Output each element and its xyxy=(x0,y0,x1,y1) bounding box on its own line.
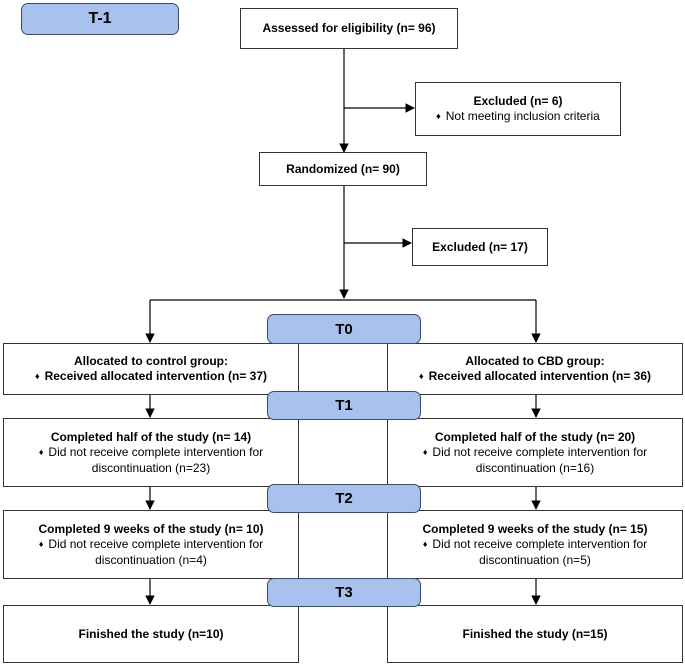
excluded-1-box: Excluded (n= 6) ♦ Not meeting inclusion c… xyxy=(415,82,621,136)
excluded-2-box: Excluded (n= 17) xyxy=(412,228,548,266)
control-finished-text: Finished the study (n=10) xyxy=(78,626,224,641)
control-nine-weeks-item: ♦ Did not receive complete intervention f… xyxy=(39,537,263,553)
stage-t2-label: T2 xyxy=(335,490,353,507)
control-allocated-box: Allocated to control group: ♦ Received al… xyxy=(3,343,299,395)
bullet-icon: ♦ xyxy=(422,538,428,549)
cbd-allocated-item-text: Received allocated intervention (n= 36) xyxy=(428,368,651,383)
control-half-item-line1: Did not receive complete intervention fo… xyxy=(48,444,264,459)
cbd-nine-weeks-item-line2: discontinuation (n=5) xyxy=(479,552,591,567)
cbd-nine-weeks-item-line1: Did not receive complete intervention fo… xyxy=(432,536,648,551)
control-nine-weeks-item-line1: Did not receive complete intervention fo… xyxy=(48,536,264,551)
bullet-icon: ♦ xyxy=(436,110,441,121)
stage-t1: T1 xyxy=(267,391,421,420)
control-half-item: ♦ Did not receive complete intervention f… xyxy=(39,445,263,461)
stage-t0: T0 xyxy=(267,314,421,344)
cbd-finished-box: Finished the study (n=15) xyxy=(387,605,683,663)
cbd-half-title: Completed half of the study (n= 20) xyxy=(434,429,636,444)
cbd-finished-text: Finished the study (n=15) xyxy=(462,626,608,641)
control-nine-weeks-title: Completed 9 weeks of the study (n= 10) xyxy=(38,521,264,536)
assessed-text: Assessed for eligibility (n= 96) xyxy=(262,21,436,35)
stage-t-minus-1-label: T-1 xyxy=(88,10,112,27)
cbd-half-item: ♦ Did not receive complete intervention f… xyxy=(423,445,647,461)
excluded-1-item: ♦ Not meeting inclusion criteria xyxy=(436,109,600,125)
bullet-icon: ♦ xyxy=(38,538,44,549)
stage-t2: T2 xyxy=(267,484,421,513)
assessed-box: Assessed for eligibility (n= 96) xyxy=(240,8,458,49)
control-allocated-item: ♦ Received allocated intervention (n= 37) xyxy=(35,369,267,385)
cbd-half-item-line1: Did not receive complete intervention fo… xyxy=(432,444,648,459)
stage-t0-label: T0 xyxy=(335,320,353,338)
cbd-half-item-line2: discontinuation (n=16) xyxy=(475,460,595,475)
cbd-nine-weeks-item: ♦ Did not receive complete intervention f… xyxy=(423,537,647,553)
control-half-item-line2: discontinuation (n=23) xyxy=(91,460,211,475)
stage-t-minus-1: T-1 xyxy=(21,3,179,35)
cbd-nine-weeks-box: Completed 9 weeks of the study (n= 15) ♦… xyxy=(387,510,683,579)
control-finished-box: Finished the study (n=10) xyxy=(3,605,299,663)
stage-t3: T3 xyxy=(267,578,421,607)
control-half-title: Completed half of the study (n= 14) xyxy=(50,429,252,444)
cbd-allocated-box: Allocated to CBD group: ♦ Received alloca… xyxy=(387,343,683,395)
randomized-box: Randomized (n= 90) xyxy=(259,152,427,186)
bullet-icon: ♦ xyxy=(422,446,428,457)
cbd-half-box: Completed half of the study (n= 20) ♦ Did… xyxy=(387,418,683,487)
randomized-text: Randomized (n= 90) xyxy=(286,161,400,176)
control-half-box: Completed half of the study (n= 14) ♦ Did… xyxy=(3,418,299,487)
excluded-1-item-text: Not meeting inclusion criteria xyxy=(445,108,600,123)
excluded-1-title: Excluded (n= 6) xyxy=(473,93,563,108)
stage-t3-label: T3 xyxy=(335,584,353,601)
stage-t1-label: T1 xyxy=(335,397,353,414)
control-nine-weeks-item-line2: discontinuation (n=4) xyxy=(95,552,207,567)
bullet-icon: ♦ xyxy=(419,370,424,381)
bullet-icon: ♦ xyxy=(35,370,40,381)
excluded-2-text: Excluded (n= 17) xyxy=(432,239,528,254)
cbd-allocated-title: Allocated to CBD group: xyxy=(465,353,605,368)
control-nine-weeks-box: Completed 9 weeks of the study (n= 10) ♦… xyxy=(3,510,299,579)
control-allocated-title: Allocated to control group: xyxy=(74,353,228,368)
cbd-allocated-item: ♦ Received allocated intervention (n= 36) xyxy=(419,369,651,385)
bullet-icon: ♦ xyxy=(38,446,44,457)
control-allocated-item-text: Received allocated intervention (n= 37) xyxy=(44,368,267,383)
cbd-nine-weeks-title: Completed 9 weeks of the study (n= 15) xyxy=(422,521,648,536)
